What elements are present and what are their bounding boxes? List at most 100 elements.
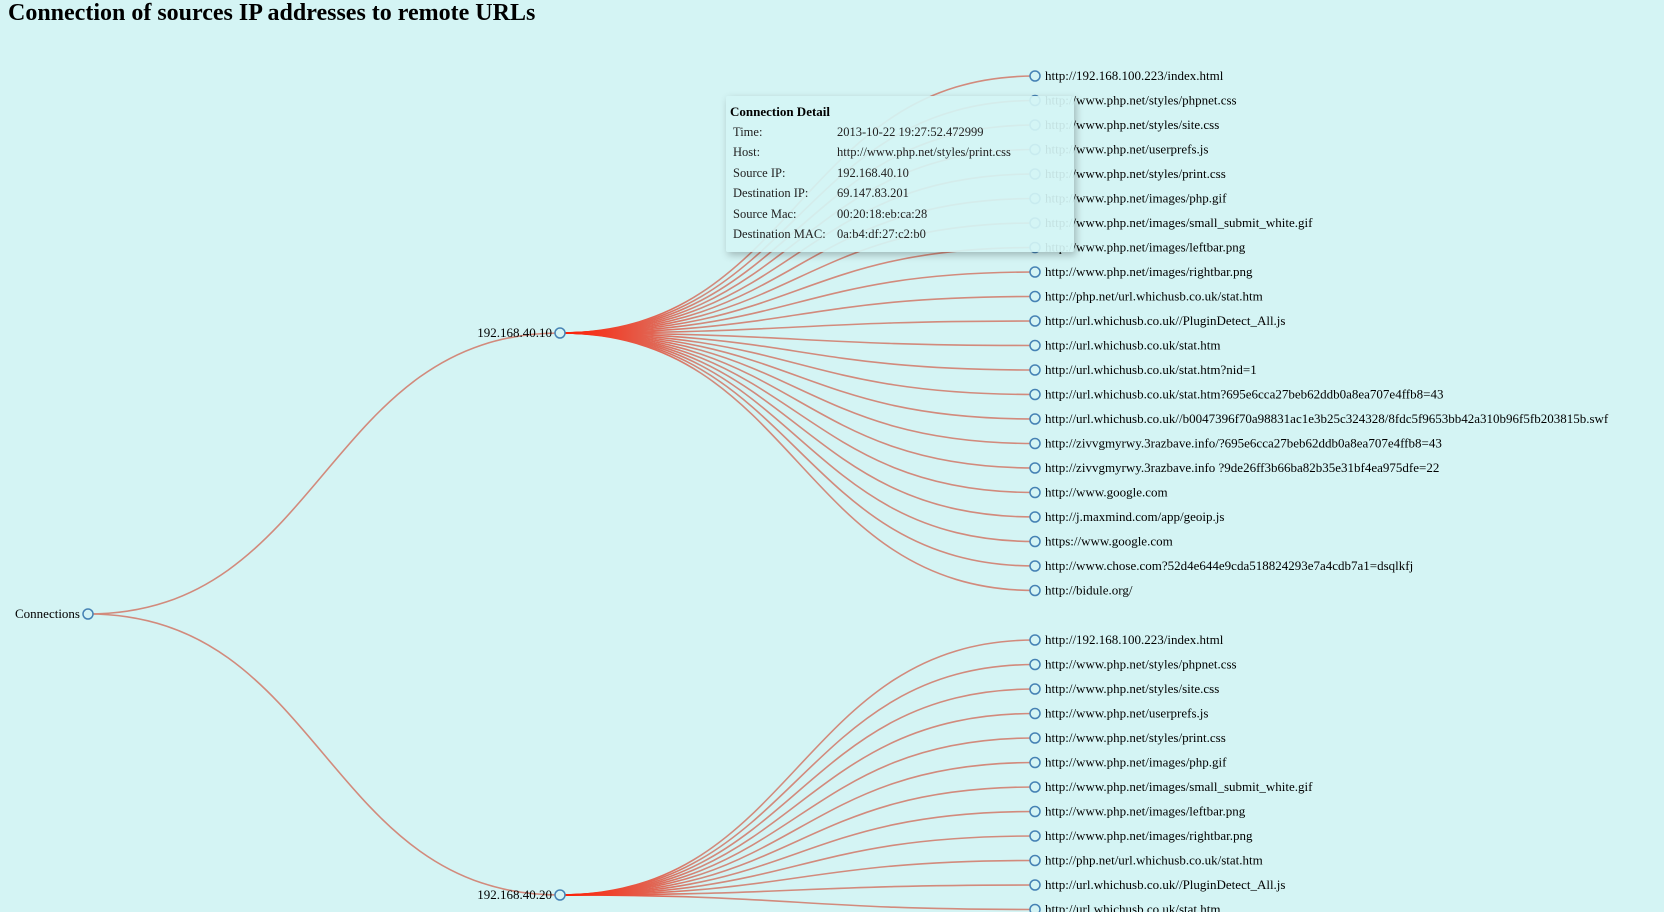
detail-value: 0a:b4:df:27:c2:b0 — [837, 227, 926, 242]
node-circle[interactable] — [554, 327, 566, 339]
node-circle[interactable] — [1029, 707, 1041, 720]
url-node[interactable]: http://url.whichusb.co.uk/stat.htm — [1029, 902, 1221, 912]
node-circle[interactable] — [1029, 486, 1041, 499]
url-node[interactable]: http://www.php.net/images/leftbar.png — [1029, 804, 1246, 819]
source-to-url-link — [559, 332, 1036, 445]
url-node[interactable]: http://url.whichusb.co.uk//b0047396f70a9… — [1029, 411, 1609, 426]
source-to-url-link — [559, 761, 1036, 896]
node-circle[interactable] — [1029, 315, 1041, 327]
node-label: http://url.whichusb.co.uk/stat.htm — [1045, 902, 1221, 912]
url-node[interactable]: http://url.whichusb.co.uk//PluginDetect_… — [1029, 313, 1285, 328]
tooltip-title: Connection Detail — [730, 104, 831, 119]
node-label: 192.168.40.10 — [477, 325, 552, 340]
node-label: http://www.php.net/images/php.gif — [1045, 755, 1227, 770]
root-to-source-link — [87, 613, 561, 896]
source-to-url-link — [559, 688, 1036, 896]
node-circle[interactable] — [1029, 290, 1041, 303]
node-label: http://www.php.net/images/php.gif — [1045, 191, 1227, 206]
source-to-url-link — [559, 332, 1036, 518]
node-circle[interactable] — [82, 608, 94, 620]
url-node[interactable]: http://www.php.net/images/rightbar.png — [1029, 828, 1253, 843]
source-to-url-link — [559, 786, 1036, 896]
url-node[interactable]: http://j.maxmind.com/app/geoip.js — [1029, 509, 1224, 524]
root-to-source-link — [87, 332, 561, 615]
node-circle[interactable] — [1029, 437, 1041, 450]
source-to-url-link — [559, 295, 1036, 334]
node-circle[interactable] — [1029, 879, 1041, 891]
node-circle[interactable] — [1029, 781, 1041, 793]
url-node[interactable]: http://192.168.100.223/index.html — [1029, 68, 1224, 83]
source-to-url-link — [559, 639, 1036, 896]
url-node[interactable]: http://www.php.net/userprefs.js — [1029, 706, 1208, 721]
connection-detail-tooltip: Connection Detail Time: 2013-10-22 19:27… — [726, 96, 1074, 252]
node-circle[interactable] — [1029, 584, 1041, 597]
node-circle[interactable] — [1029, 266, 1041, 278]
detail-key: Destination MAC: — [733, 227, 826, 242]
source-to-url-link — [559, 332, 1036, 543]
url-node[interactable]: http://www.php.net/styles/print.css — [1029, 730, 1226, 745]
source-to-url-link — [559, 712, 1036, 896]
node-circle[interactable] — [1029, 756, 1041, 769]
url-node[interactable]: http://php.net/url.whichusb.co.uk/stat.h… — [1029, 853, 1263, 868]
url-node[interactable]: http://zivvgmyrwy.3razbave.info ?9de26ff… — [1029, 460, 1439, 475]
node-circle[interactable] — [1029, 658, 1041, 671]
node-circle[interactable] — [1029, 830, 1041, 842]
url-node[interactable]: http://url.whichusb.co.uk/stat.htm?695e6… — [1029, 387, 1443, 402]
node-circle[interactable] — [1029, 511, 1041, 523]
url-node[interactable]: http://www.php.net/images/rightbar.png — [1029, 264, 1253, 279]
url-node[interactable]: http://url.whichusb.co.uk/stat.htm?nid=1 — [1029, 362, 1257, 377]
node-circle[interactable] — [1029, 70, 1041, 82]
node-label: http://url.whichusb.co.uk//PluginDetect_… — [1045, 313, 1285, 328]
source-to-url-link — [559, 884, 1036, 896]
node-circle[interactable] — [1029, 388, 1041, 401]
node-label: http://www.php.net/images/rightbar.png — [1045, 264, 1253, 279]
node-label: http://www.php.net/images/small_submit_w… — [1045, 779, 1313, 794]
url-node[interactable]: http://bidule.org/ — [1029, 583, 1133, 598]
node-label: Connections — [15, 606, 80, 621]
url-node[interactable]: http://www.php.net/images/php.gif — [1029, 755, 1227, 770]
source-to-url-link — [559, 332, 1036, 371]
node-circle[interactable] — [1029, 634, 1041, 646]
source-to-url-link — [559, 332, 1036, 494]
node-label: http://www.php.net/styles/site.css — [1045, 117, 1219, 132]
detail-value: 192.168.40.10 — [837, 165, 909, 180]
node-circle[interactable] — [1029, 854, 1041, 867]
node-circle[interactable] — [1029, 805, 1041, 818]
url-node[interactable]: http://www.chose.com?52d4e644e9cda518824… — [1029, 558, 1413, 573]
source-to-url-link — [559, 332, 1036, 396]
source-to-url-link — [559, 332, 1036, 592]
node-circle[interactable] — [1029, 339, 1041, 352]
page-title: Connection of sources IP addresses to re… — [8, 0, 536, 26]
url-node[interactable]: https://www.google.com — [1029, 534, 1173, 549]
node-label: http://zivvgmyrwy.3razbave.info/?695e6cc… — [1045, 436, 1442, 451]
url-node[interactable]: http://192.168.100.223/index.html — [1029, 632, 1224, 647]
url-node[interactable]: http://url.whichusb.co.uk//PluginDetect_… — [1029, 877, 1285, 892]
node-circle[interactable] — [1029, 462, 1041, 474]
url-node[interactable]: http://www.php.net/styles/site.css — [1029, 681, 1219, 696]
source-to-url-link — [559, 810, 1036, 896]
source-to-url-link — [559, 332, 1036, 347]
url-node[interactable]: http://www.php.net/images/small_submit_w… — [1029, 779, 1313, 794]
url-node[interactable]: http://zivvgmyrwy.3razbave.info/?695e6cc… — [1029, 436, 1442, 451]
connection-detail-table: Time: 2013-10-22 19:27:52.472999 Host: h… — [730, 122, 1014, 245]
detail-row-source-mac: Source Mac: 00:20:18:eb:ca:28 — [730, 204, 1014, 225]
node-label: http://192.168.100.223/index.html — [1045, 68, 1224, 83]
node-circle[interactable] — [1029, 413, 1041, 425]
source-ip-node[interactable]: 192.168.40.20 — [477, 887, 566, 902]
node-circle[interactable] — [1029, 683, 1041, 695]
detail-value: http://www.php.net/styles/print.css — [837, 145, 1011, 160]
node-circle[interactable] — [1029, 535, 1041, 548]
url-node[interactable]: http://www.google.com — [1029, 485, 1168, 500]
node-circle[interactable] — [1029, 732, 1041, 744]
node-circle[interactable] — [554, 889, 566, 901]
node-label: http://www.php.net/styles/phpnet.css — [1045, 93, 1237, 108]
node-circle[interactable] — [1029, 364, 1041, 376]
root-node[interactable]: Connections — [15, 606, 94, 621]
url-node[interactable]: http://www.php.net/styles/phpnet.css — [1029, 657, 1237, 672]
node-circle[interactable] — [1029, 560, 1041, 572]
url-node[interactable]: http://url.whichusb.co.uk/stat.htm — [1029, 338, 1221, 353]
source-ip-node[interactable]: 192.168.40.10 — [477, 325, 566, 340]
url-node[interactable]: http://php.net/url.whichusb.co.uk/stat.h… — [1029, 289, 1263, 304]
source-to-url-link — [559, 663, 1036, 896]
node-circle[interactable] — [1029, 903, 1041, 912]
